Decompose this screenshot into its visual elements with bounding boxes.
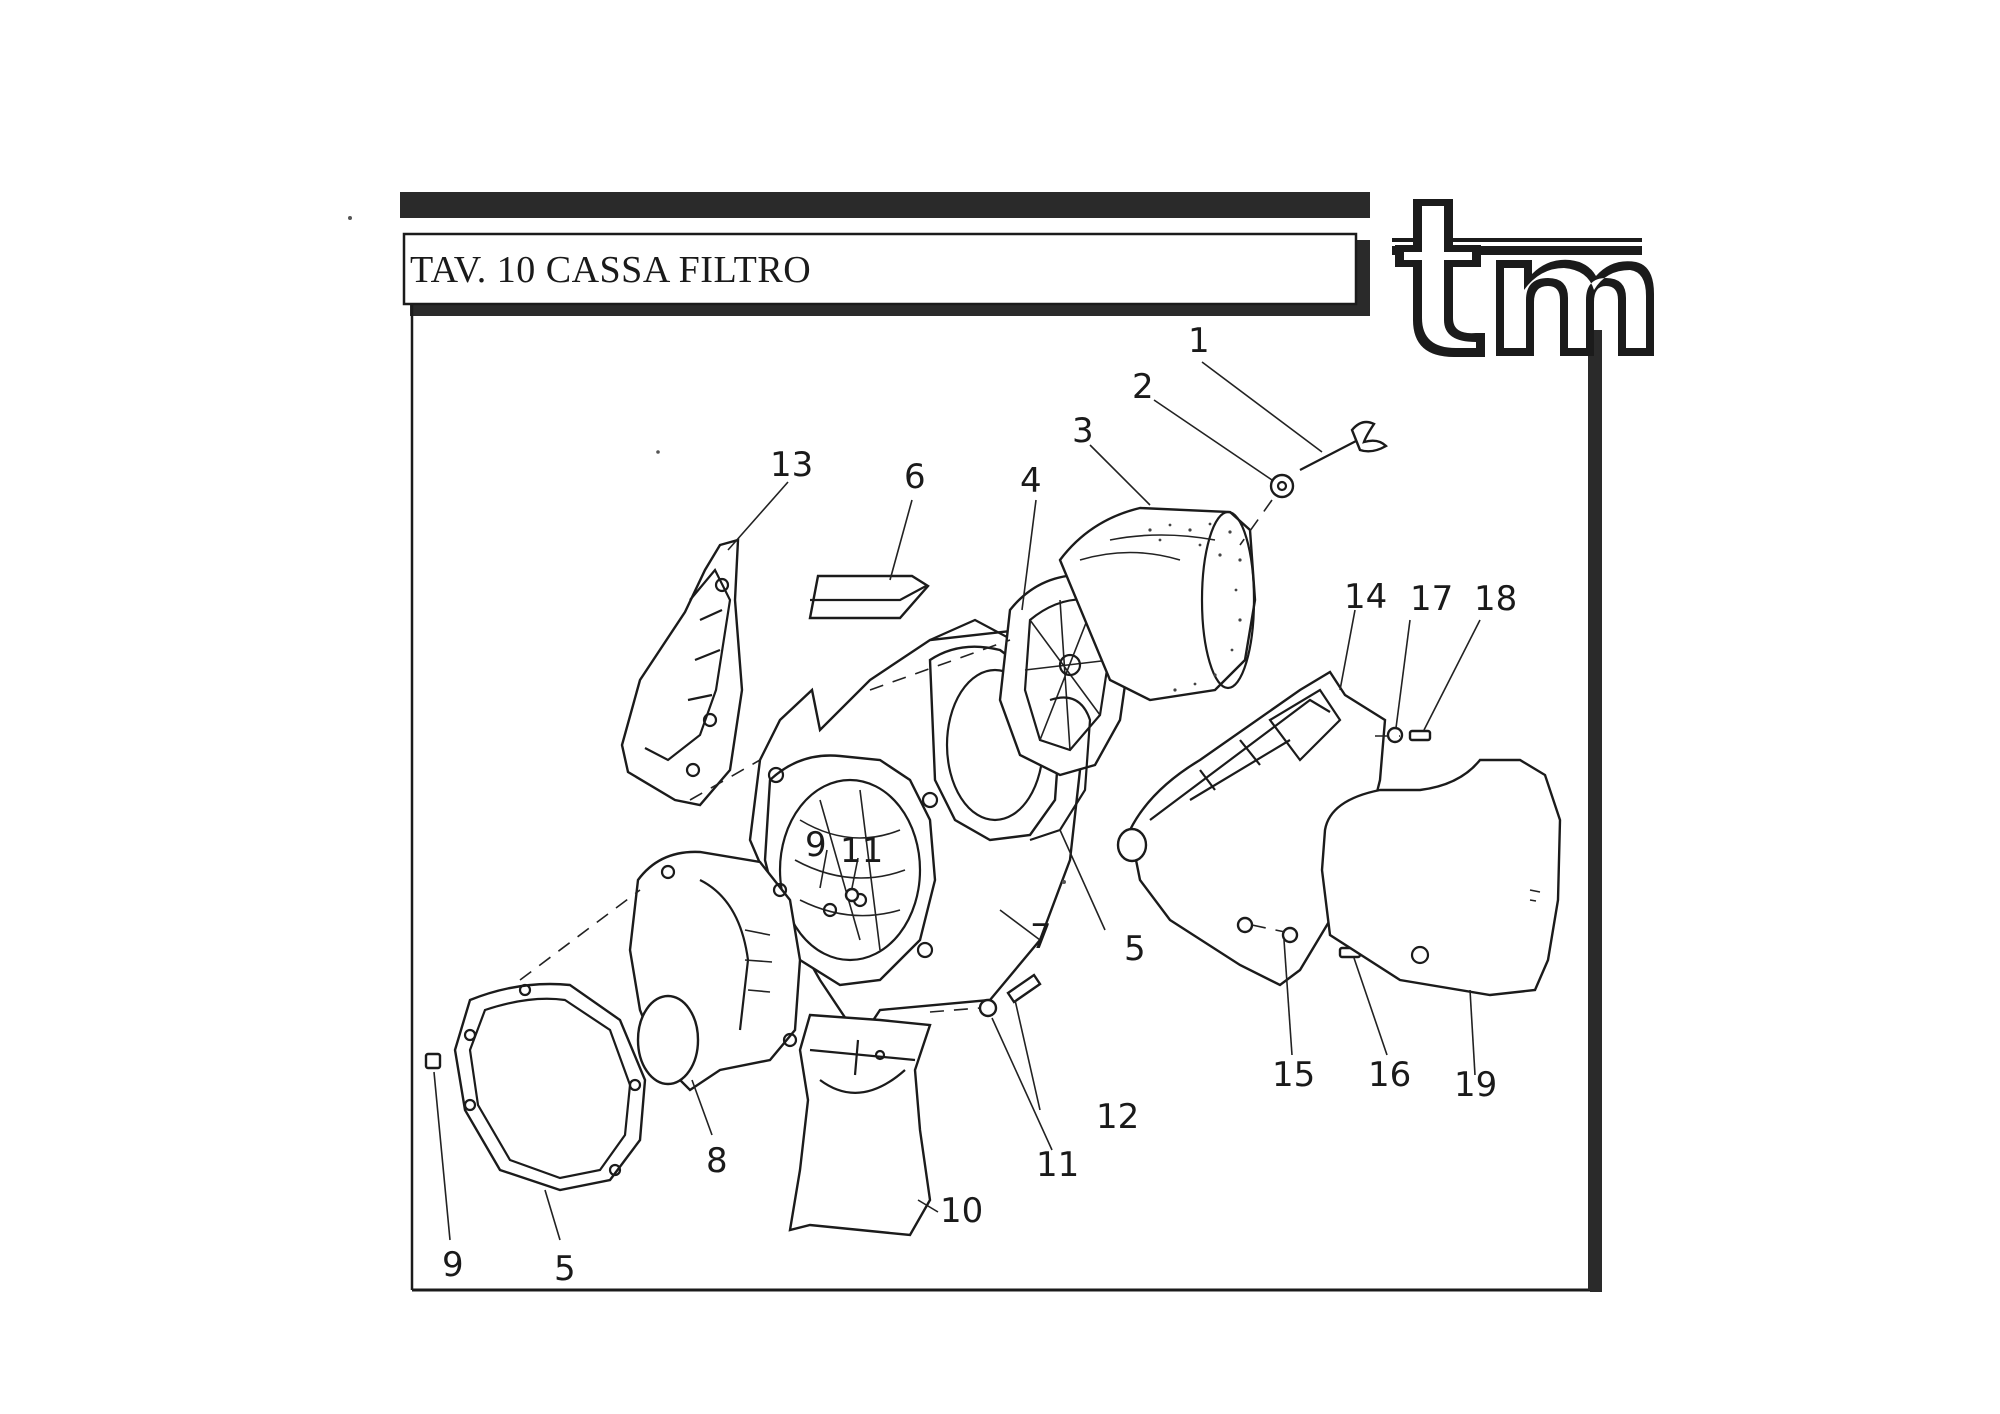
part-12-bolt: [1006, 973, 1042, 1004]
frame-bottom-bar: [1590, 1276, 1602, 1292]
logo-text: tm: [1392, 177, 1409, 194]
callout-15: 15: [1272, 1055, 1315, 1095]
part-13-side-bracket: [620, 538, 744, 807]
callout-14: 14: [1344, 577, 1387, 617]
filter-foam-texture: [1148, 522, 1242, 692]
part-18-screw: [1408, 729, 1432, 742]
part-3-filter-element: [1058, 506, 1257, 702]
callout-3: 3: [1072, 411, 1094, 451]
tm-logo: tm: [1392, 177, 1654, 357]
callout-7: 7: [1030, 917, 1052, 957]
callout-19: 19: [1454, 1065, 1497, 1105]
scan-speck: [656, 450, 660, 454]
part-1-wing-bolt: [1299, 420, 1388, 471]
callout-10: 10: [940, 1191, 983, 1231]
part-11-washer-lower: [978, 998, 998, 1018]
part-6-foam-pad: [808, 574, 930, 620]
title-box: [402, 232, 1358, 306]
callout-18: 18: [1474, 579, 1517, 619]
callout-13: 13: [770, 445, 813, 485]
callout-11: 11: [840, 831, 883, 871]
page-title: TAV. 10 CASSA FILTRO: [410, 249, 812, 291]
scan-speck: [348, 216, 352, 220]
scan-speck: [1062, 880, 1066, 884]
callout-17: 17: [1410, 579, 1453, 619]
callout-11-lower: 11: [1036, 1145, 1079, 1185]
callout-6: 6: [904, 457, 926, 497]
callout-4: 4: [1020, 461, 1042, 501]
part-7-airbox-housing: [748, 618, 1082, 1043]
part-8-intake-boot: [628, 850, 802, 1092]
assembly-guides: [519, 499, 1400, 1013]
callout-9-lower: 9: [442, 1245, 464, 1285]
part-9-nut: [424, 1052, 442, 1070]
callout-5-lower: 5: [554, 1249, 576, 1289]
callout-9: 9: [805, 825, 827, 865]
callout-numbers: 1 2 3 4 5 5 6 7 8 9 9 10 11 11 12 13 14 …: [442, 321, 1517, 1289]
callout-5: 5: [1124, 929, 1146, 969]
part-17-washer: [1386, 726, 1404, 744]
callout-8: 8: [706, 1141, 728, 1181]
drawing-frame: [400, 192, 1602, 1292]
callout-16: 16: [1368, 1055, 1411, 1095]
part-11-washer-upper: [844, 887, 860, 903]
callout-2: 2: [1132, 367, 1154, 407]
callout-12: 12: [1096, 1097, 1139, 1137]
leader-lines: [433, 361, 1481, 1241]
part-19-number-plate: [1320, 758, 1562, 997]
part-5-front-gasket: [453, 982, 647, 1192]
callout-1: 1: [1188, 321, 1210, 361]
part-10-mud-flap: [788, 1013, 932, 1237]
header-dark-bar: [400, 192, 1370, 218]
frame-right-bar: [1588, 330, 1602, 1290]
part-5-rear-gasket: [1029, 696, 1092, 842]
part-2-washer: [1269, 473, 1295, 499]
